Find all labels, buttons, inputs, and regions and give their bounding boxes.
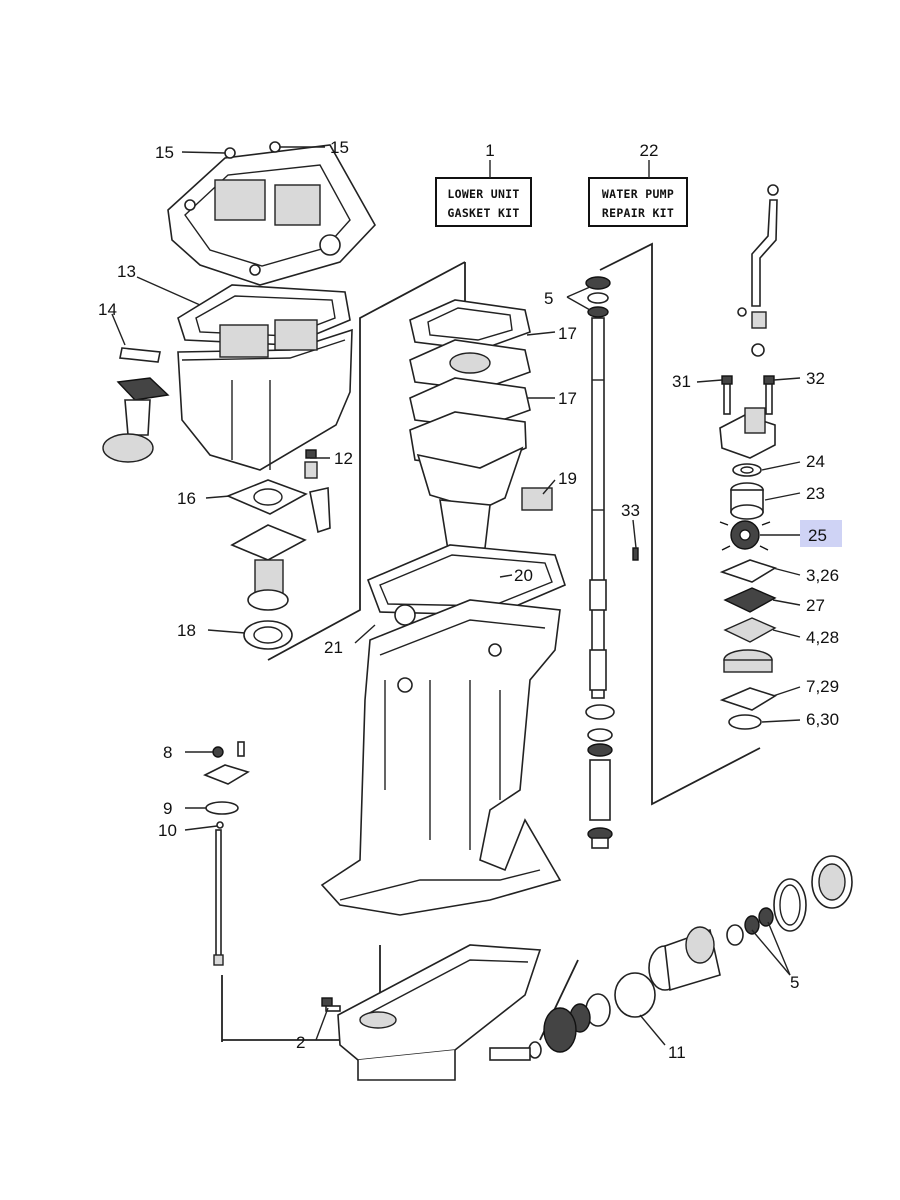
- callout-24[interactable]: 24: [806, 452, 825, 471]
- gasket-17-lower: [409, 377, 531, 429]
- leader-lines: [111, 141, 801, 1046]
- oil-pan-body: [177, 319, 353, 471]
- callout-12[interactable]: 12: [334, 449, 353, 468]
- drive-shaft-seals-5: [585, 276, 611, 318]
- callout-14[interactable]: 14: [98, 300, 117, 319]
- pin-33: [632, 547, 639, 561]
- callout-31[interactable]: 31: [672, 372, 691, 391]
- callout-4-28[interactable]: 4,28: [806, 628, 839, 647]
- callout-20[interactable]: 20: [514, 566, 533, 585]
- pump-base: [723, 649, 773, 673]
- outer-plate-27: [723, 587, 777, 613]
- callout-18[interactable]: 18: [177, 621, 196, 640]
- callout-11[interactable]: 11: [668, 1043, 686, 1062]
- callout-2[interactable]: 2: [296, 1033, 305, 1052]
- callout-10[interactable]: 10: [158, 821, 177, 840]
- callout-23[interactable]: 23: [806, 484, 825, 503]
- exhaust-manifold: [409, 411, 527, 551]
- prop-shaft-stub: [489, 1047, 531, 1061]
- top-left-frame: [267, 261, 466, 661]
- gasket-17-middle: [409, 339, 531, 391]
- callout-13[interactable]: 13: [117, 262, 136, 281]
- gasket-16: [225, 479, 308, 515]
- lower-unit-kit-line1: LOWER UNIT: [447, 187, 519, 201]
- forward-gear: [528, 1007, 577, 1059]
- prop-seals-5: [726, 907, 774, 946]
- callout-21[interactable]: 21: [324, 638, 343, 657]
- lower-unit-gasket-kit-box: LOWER UNIT GASKET KIT: [435, 177, 532, 227]
- thrust-washer: [569, 993, 611, 1033]
- gasket-7-29: [719, 687, 777, 711]
- oring-6-30: [728, 714, 762, 730]
- callout-labels: 1 22 15 15 13 14 12 16 18 17 17 19 20 21…: [98, 138, 839, 1062]
- pump-insert-23: [730, 482, 764, 520]
- bolt-2: [321, 997, 341, 1012]
- callout-9[interactable]: 9: [163, 799, 172, 818]
- pump-housing: [719, 375, 776, 459]
- callout-7-29[interactable]: 7,29: [806, 677, 839, 696]
- water-pump-repair-kit-box: WATER PUMP REPAIR KIT: [588, 177, 688, 227]
- callout-33[interactable]: 33: [621, 501, 640, 520]
- upper-mount-housing: [230, 524, 307, 611]
- thrust-ring: [773, 878, 807, 932]
- pump-washer-24: [732, 463, 762, 477]
- oil-pipe: [309, 487, 331, 534]
- water-pump-kit-line1: WATER PUMP: [602, 187, 674, 201]
- impeller-25: [719, 520, 771, 551]
- callout-3-26[interactable]: 3,26: [806, 566, 839, 585]
- callout-15-right[interactable]: 15: [330, 138, 349, 157]
- water-pump-kit-line2: REPAIR KIT: [602, 206, 674, 220]
- oil-seal-18: [243, 620, 293, 650]
- shift-rod-assembly: [203, 741, 250, 966]
- callout-6-30[interactable]: 6,30: [806, 710, 839, 729]
- drive-shaft-bearings: [585, 704, 615, 849]
- water-pump-frame: [599, 242, 761, 806]
- gasket-21: [366, 544, 566, 626]
- gasket-3-26: [719, 559, 777, 583]
- upper-casing: [320, 599, 562, 916]
- water-tube: [737, 184, 779, 357]
- callout-5-top[interactable]: 5: [544, 289, 553, 308]
- gasket-17-top: [409, 299, 531, 351]
- callout-19[interactable]: 19: [558, 469, 577, 488]
- damper-19: [521, 487, 553, 511]
- callout-17-top[interactable]: 17: [558, 324, 577, 343]
- prop-shaft-oring-11: [614, 972, 656, 1018]
- callout-22[interactable]: 22: [640, 141, 659, 160]
- callout-5-bottom[interactable]: 5: [790, 973, 799, 992]
- lower-gearcase: [337, 944, 542, 1081]
- oil-strainer-14: [102, 347, 170, 463]
- callout-15-left[interactable]: 15: [155, 143, 174, 162]
- drive-shaft: [589, 317, 607, 699]
- callout-27[interactable]: 27: [806, 596, 825, 615]
- callout-8[interactable]: 8: [163, 743, 172, 762]
- ring-nut: [811, 855, 853, 909]
- lower-unit-kit-line2: GASKET KIT: [447, 206, 519, 220]
- bolt-12: [304, 449, 318, 479]
- gasket-4-28: [723, 617, 777, 643]
- part-25-highlight: [800, 520, 842, 547]
- callout-16[interactable]: 16: [177, 489, 196, 508]
- callout-25[interactable]: 25: [808, 526, 827, 545]
- callout-32[interactable]: 32: [806, 369, 825, 388]
- callout-17-bottom[interactable]: 17: [558, 389, 577, 408]
- callout-1[interactable]: 1: [485, 141, 494, 160]
- exhaust-guide-plate: [167, 144, 376, 286]
- bearing-carrier: [648, 926, 721, 992]
